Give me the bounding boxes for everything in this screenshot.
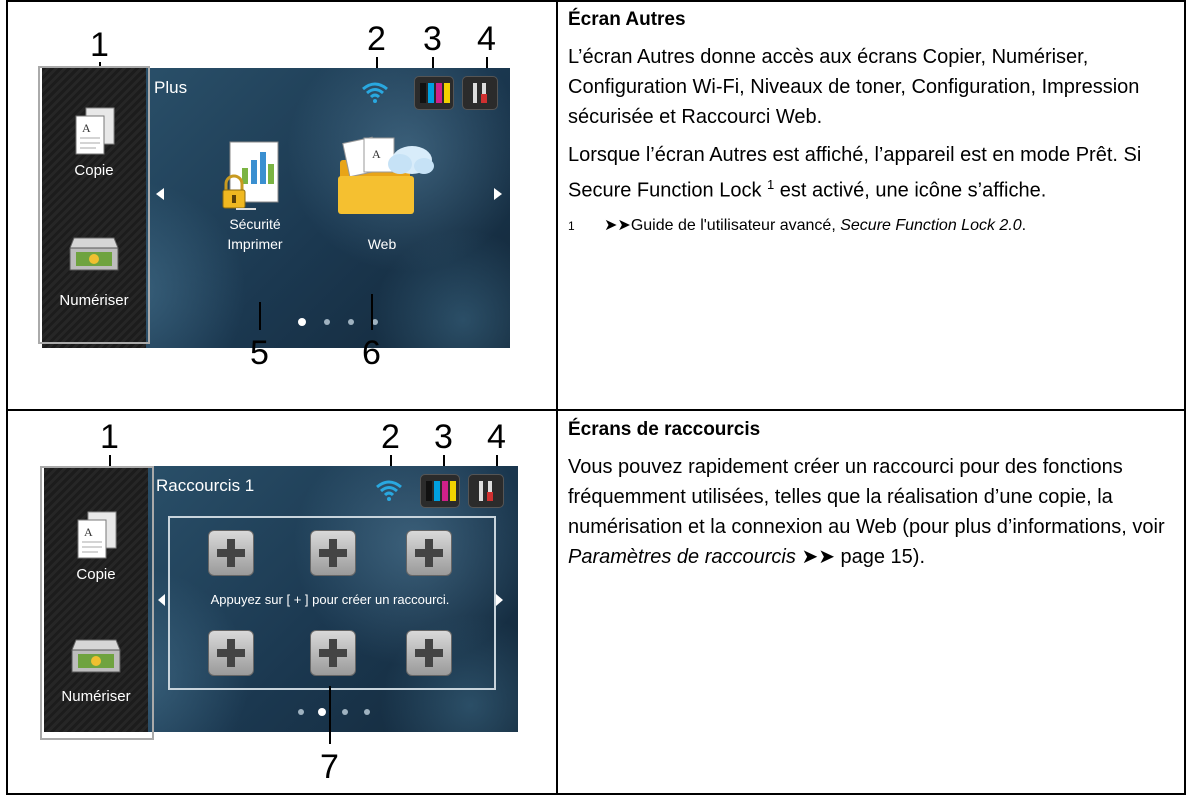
sidebar-copy-label: Copie — [76, 566, 116, 583]
secure-print-label-2: Imprimer — [227, 236, 283, 252]
section-heading-autres: Écran Autres — [568, 9, 686, 30]
page-dot-3[interactable] — [348, 319, 354, 325]
svg-text:A: A — [372, 147, 381, 161]
toner-button[interactable] — [414, 76, 454, 110]
callout-7-bracket — [168, 516, 496, 690]
secure-print-icon[interactable] — [220, 138, 290, 214]
settings-button[interactable] — [462, 76, 498, 110]
wifi-icon[interactable] — [360, 80, 390, 104]
page-dot-3[interactable] — [342, 709, 348, 715]
prev-page-arrow[interactable] — [158, 594, 165, 606]
page-dot-1[interactable] — [298, 709, 304, 715]
page-dot-4[interactable] — [364, 709, 370, 715]
page-dot-2[interactable] — [324, 319, 330, 325]
footnote: 1 ➤➤Guide de l'utilisateur avancé, Secur… — [568, 216, 1027, 234]
plus-icon — [415, 639, 443, 667]
add-shortcut-button-1[interactable] — [208, 530, 254, 576]
add-shortcut-button-6[interactable] — [406, 630, 452, 676]
secure-print-label-1: Sécurité — [229, 216, 281, 232]
copy-icon[interactable]: A — [74, 508, 120, 562]
wifi-icon[interactable] — [374, 478, 404, 502]
paragraph-autres-2: Lorsque l’écran Autres est affiché, l’ap… — [568, 144, 1142, 202]
callout-3: 3 — [423, 20, 442, 58]
sidebar: A Copie Numériser — [44, 466, 148, 732]
callout-3-b: 3 — [434, 418, 453, 456]
callout-1-bracket — [40, 466, 154, 740]
scanner-icon[interactable] — [68, 636, 124, 680]
footnote-link[interactable]: Secure Function Lock 2.0 — [840, 216, 1022, 234]
table-border-middle — [6, 409, 1186, 411]
web-icon[interactable]: A — [332, 130, 436, 220]
screen-title: Plus — [154, 78, 188, 97]
prev-page-arrow[interactable] — [156, 188, 164, 200]
row-2-description: Écrans de raccourcis Vous pouvez rapidem… — [568, 418, 1174, 580]
table-border-divider — [556, 0, 558, 795]
callout-2: 2 — [367, 20, 386, 58]
toner-button[interactable] — [420, 474, 460, 508]
callout-1: 1 — [90, 26, 109, 64]
add-shortcut-button-2[interactable] — [310, 530, 356, 576]
touchscreen-shortcuts: A Copie Numériser Raccourcis 1 — [44, 466, 518, 732]
svg-text:A: A — [82, 121, 91, 135]
table-border-left — [6, 0, 8, 795]
callout-1-b: 1 — [100, 418, 119, 456]
table-border-bottom — [6, 793, 1186, 795]
copy-icon[interactable]: A — [72, 104, 118, 158]
sidebar-scan-label: Numériser — [61, 688, 131, 705]
table-border-right — [1184, 0, 1186, 795]
paragraph-raccourcis: Vous pouvez rapidement créer un raccourc… — [568, 456, 1165, 568]
page-dot-4[interactable] — [372, 319, 378, 325]
web-label: Web — [367, 236, 397, 252]
plus-icon — [217, 639, 245, 667]
shortcut-hint: Appuyez sur [ + ] pour créer un raccourc… — [210, 592, 450, 607]
callout-5: 5 — [250, 334, 269, 372]
svg-text:A: A — [84, 525, 93, 539]
tools-icon — [473, 83, 487, 103]
touchscreen-more: A Copie Numériser Plus — [42, 68, 510, 348]
tools-icon — [479, 481, 493, 501]
add-shortcut-button-4[interactable] — [208, 630, 254, 676]
settings-button[interactable] — [468, 474, 504, 508]
row-1-description: Écran Autres L’écran Autres donne accès … — [568, 8, 1174, 238]
page-dot-1[interactable] — [298, 318, 306, 326]
scanner-icon[interactable] — [66, 234, 122, 278]
plus-icon — [319, 639, 347, 667]
sidebar-scan-label: Numériser — [59, 292, 129, 309]
section-heading-raccourcis: Écrans de raccourcis — [568, 419, 761, 440]
sidebar-copy-label: Copie — [74, 162, 114, 179]
callout-4-b: 4 — [487, 418, 506, 456]
callout-6: 6 — [362, 334, 381, 372]
plus-icon — [217, 539, 245, 567]
plus-icon — [319, 539, 347, 567]
plus-icon — [415, 539, 443, 567]
next-page-arrow[interactable] — [494, 188, 502, 200]
callout-1-bracket — [38, 66, 150, 344]
callout-4: 4 — [477, 20, 496, 58]
shortcut-settings-link[interactable]: Paramètres de raccourcis — [568, 546, 796, 568]
table-border-top — [6, 0, 1186, 2]
add-shortcut-button-5[interactable] — [310, 630, 356, 676]
add-shortcut-button-3[interactable] — [406, 530, 452, 576]
callout-7: 7 — [320, 748, 339, 786]
page-dot-2[interactable] — [318, 708, 326, 716]
screen-title: Raccourcis 1 — [156, 476, 255, 495]
sidebar: A Copie Numériser — [42, 68, 146, 348]
callout-2-b: 2 — [381, 418, 400, 456]
next-page-arrow[interactable] — [496, 594, 503, 606]
paragraph-autres-1: L’écran Autres donne accès aux écrans Co… — [568, 46, 1140, 128]
